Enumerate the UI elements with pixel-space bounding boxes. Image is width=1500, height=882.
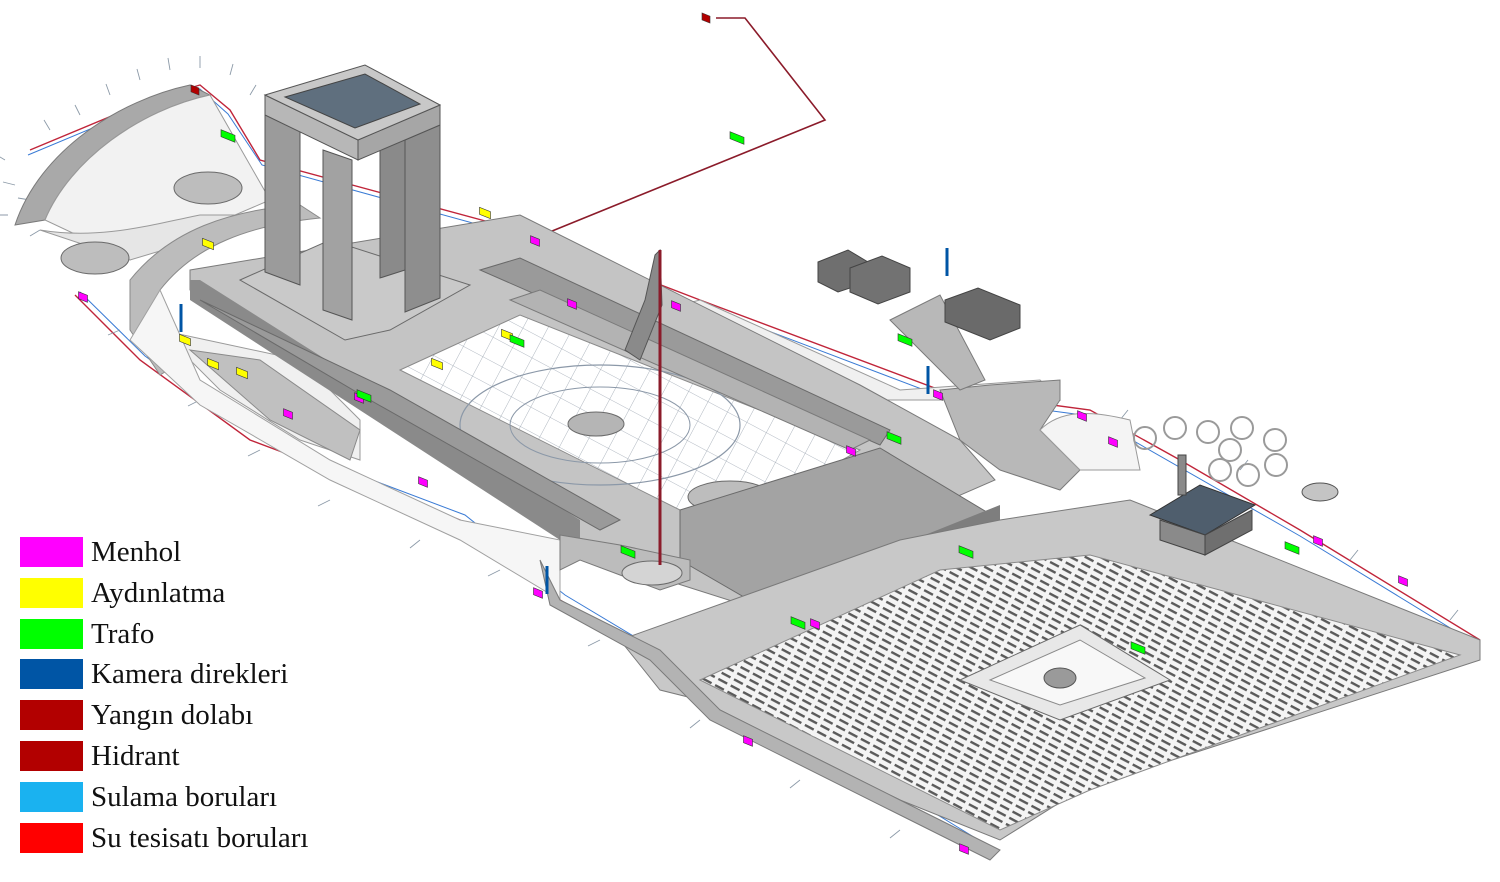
transformer-marker [220, 129, 236, 143]
menhol-marker [959, 843, 969, 855]
lighting-marker [431, 357, 443, 371]
ceremony-circle-mid [509, 386, 691, 464]
camera-pole-marker [545, 566, 549, 594]
legend-swatch [20, 700, 83, 731]
menhol-marker [846, 445, 856, 457]
camera-pole-marker [179, 304, 183, 332]
camera-pole-marker [945, 248, 949, 276]
fire-cabinet-marker [190, 84, 200, 96]
menhol-marker [933, 389, 943, 401]
menhol-marker [418, 476, 428, 488]
red-pipe-top [529, 17, 827, 241]
lighting-marker [202, 237, 214, 251]
garden-pavilion [1301, 482, 1339, 502]
legend-item: Aydınlatma [20, 576, 360, 619]
west-walkway [188, 349, 361, 461]
menhol-marker [743, 735, 753, 747]
menhol-marker [810, 618, 820, 630]
transformer-marker [897, 333, 913, 347]
transformer-marker [790, 616, 806, 630]
building-path [889, 294, 986, 391]
camera-pole-marker [926, 366, 930, 394]
legend-label: Aydınlatma [91, 576, 226, 609]
tower-roof-glass [283, 73, 422, 129]
ceremony-circle-outer [459, 364, 741, 486]
menhol-marker [1077, 410, 1087, 422]
menhol-marker [567, 298, 577, 310]
legend-label: Yangın dolabı [91, 699, 254, 732]
tower-leg-front-left [264, 109, 301, 286]
lighting-marker [179, 333, 191, 347]
transformer-marker [356, 389, 372, 403]
memorial-tower [238, 64, 472, 341]
curved-road [129, 204, 322, 376]
legend-label: Trafo [91, 617, 155, 650]
legend-item: Kamera direkleri [20, 658, 360, 700]
menhol-marker [1398, 575, 1408, 587]
transformer-marker [1130, 641, 1146, 655]
legend-swatch [20, 618, 83, 649]
flag [624, 248, 663, 565]
lighting-marker [236, 366, 248, 380]
cemetery-monument [1043, 667, 1077, 689]
legend-label: Su tesisatı boruları [91, 821, 309, 854]
minaret [1177, 454, 1187, 496]
transformer-marker [886, 431, 902, 445]
legend-item: Yangın dolabı [20, 699, 360, 741]
menhol-marker [1108, 436, 1118, 448]
south-edge-road [539, 559, 1001, 861]
legend-swatch [20, 781, 83, 812]
legend-label: Menhol [91, 536, 182, 568]
transformer-marker [1284, 541, 1300, 555]
transformer-marker [958, 545, 974, 559]
helipad-west [60, 241, 130, 275]
legend-item: Hidrant [20, 739, 360, 782]
ceremony-circle-inner [567, 411, 625, 437]
legend-item: Sulama boruları [20, 780, 360, 823]
lighting-marker [479, 206, 491, 220]
legend-swatch [20, 659, 83, 690]
menhol-marker [1313, 535, 1323, 547]
menhol-marker [530, 235, 540, 247]
fence-ticks [0, 56, 1459, 839]
buildings [817, 249, 1339, 556]
legend-item: Menhol [20, 536, 360, 578]
legend-swatch [20, 537, 83, 567]
east-lawn-curve [1039, 412, 1141, 471]
legend-swatch [20, 740, 83, 771]
transformer-marker [620, 545, 636, 559]
tower-leg-back-right [404, 124, 441, 313]
legend-label: Hidrant [91, 739, 180, 772]
transformer-marker [729, 131, 745, 145]
menhol-marker [533, 587, 543, 599]
menhol-marker [283, 408, 293, 420]
tower-leg-front-right [322, 149, 353, 321]
south-colonnade [199, 299, 622, 531]
legend-swatch [20, 822, 83, 853]
legend-label: Kamera direkleri [91, 658, 289, 691]
north-colonnade-inner [508, 289, 872, 451]
legend-swatch [20, 577, 83, 608]
infrastructure-markers [78, 12, 1408, 855]
legend-item: Su tesisatı boruları [20, 821, 360, 864]
helipads [60, 171, 243, 275]
east-section [539, 294, 1481, 861]
legend-label: Sulama boruları [91, 780, 278, 813]
menhol-marker [78, 291, 88, 303]
flag-base-circle [621, 560, 683, 586]
ornamental-garden [1133, 416, 1288, 487]
helipad-north [173, 171, 243, 205]
menhol-marker [671, 300, 681, 312]
lighting-marker [207, 357, 219, 371]
legend-item: Trafo [20, 617, 360, 660]
fire-cabinet-marker [701, 12, 711, 24]
transformer-marker [509, 334, 525, 348]
